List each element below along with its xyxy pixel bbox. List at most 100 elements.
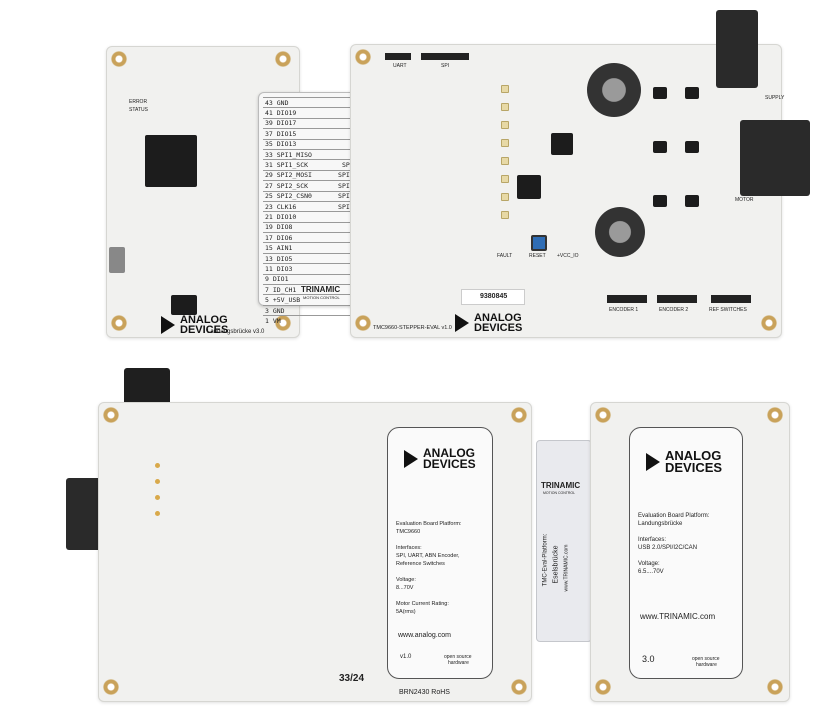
usb-connector	[109, 247, 125, 273]
pad	[155, 495, 160, 500]
info-line	[396, 592, 461, 600]
info-line: Motor Current Rating:	[396, 601, 449, 607]
pin-left: 11 DIO3	[263, 263, 325, 275]
info-line	[638, 552, 709, 560]
pin-left: 9 DIO1	[263, 273, 325, 285]
info-line: Voltage:	[638, 561, 660, 567]
pin-left: 5 +5V_USB	[263, 294, 325, 306]
rohs-label: BRN2430 RoHS	[399, 689, 450, 696]
pin-left: 41 DIO19	[263, 107, 325, 119]
website-url: www.TRINAMIC.com	[640, 612, 716, 621]
version-label: 3.0	[642, 654, 655, 664]
board-silk-label: Landungsbrücke v3.0	[207, 329, 265, 335]
uart-header	[385, 53, 411, 60]
indicator-led	[501, 193, 509, 201]
pin-left: 19 DIO8	[263, 221, 325, 233]
pin-left: 15 AIN1	[263, 242, 325, 254]
osh-label: open source	[692, 656, 720, 662]
indicator-led	[501, 139, 509, 147]
indicator-led	[501, 103, 509, 111]
motor-terminal	[740, 120, 810, 196]
barcode-number: 9380845	[480, 293, 508, 300]
version-label: v1.0	[400, 654, 412, 660]
mount-hole	[511, 679, 527, 695]
mosfet	[685, 195, 699, 207]
pad	[155, 463, 160, 468]
pin-left: 39 DIO17	[263, 117, 325, 129]
info-line: Evaluation Board Platform:	[396, 521, 462, 527]
spi-header	[421, 53, 469, 60]
bridge-name-text: Eselsbrücke	[552, 545, 560, 584]
mount-hole	[767, 679, 783, 695]
mount-hole	[275, 51, 291, 67]
reset-label: RESET	[529, 253, 546, 259]
mount-hole	[761, 315, 777, 331]
fault-label: FAULT	[497, 253, 513, 259]
mount-hole	[111, 315, 127, 331]
spi-label: SPI	[441, 63, 450, 69]
pin-left: 23 CLK16	[263, 200, 325, 212]
info-line	[396, 536, 461, 544]
uart-label: UART	[393, 63, 407, 69]
osh-label: open source	[444, 654, 472, 660]
indicator-led	[501, 175, 509, 183]
info-line: Reference Switches	[396, 561, 445, 567]
pin-left: 27 SPI2_SCK	[263, 180, 325, 192]
osh-label: hardware	[448, 660, 469, 666]
info-line: SPI, UART, ABN Encoder,	[396, 553, 460, 559]
info-line	[638, 528, 709, 536]
status-led-label: STATUS	[129, 107, 148, 113]
info-line: 5A(rms)	[396, 609, 416, 615]
pin-left: 43 GND	[263, 96, 325, 108]
info-line: USB 2.0/SPI/I2C/CAN	[638, 545, 698, 551]
pad	[155, 479, 160, 484]
pin-left: 31 SPI1_SCK	[263, 159, 325, 171]
info-line: 8...70V	[396, 585, 414, 591]
pin-left: 21 DIO10	[263, 211, 325, 223]
mount-hole	[595, 679, 611, 695]
trinamic-tagline: MOTION CONTROL	[543, 491, 576, 495]
pad	[155, 511, 160, 516]
encoder2-label: ENCODER 2	[659, 307, 689, 313]
mosfet	[653, 195, 667, 207]
tmc9660-chip	[551, 133, 573, 155]
mount-hole	[111, 51, 127, 67]
info-line: Evaluation Board Platform:	[638, 513, 710, 519]
indicator-led	[501, 85, 509, 93]
mount-hole	[103, 679, 119, 695]
encoder1-header	[607, 295, 647, 303]
mosfet	[653, 141, 667, 153]
pin-left: 35 DIO13	[263, 138, 325, 150]
board-info-text: Evaluation Board Platform:TMC9660 Interf…	[396, 520, 461, 616]
handwritten-date: 33/24	[339, 673, 365, 684]
board-info-text: Evaluation Board Platform: Landungsbrücke…	[638, 512, 709, 576]
usb-b-connector	[124, 368, 170, 408]
driver-chip	[517, 175, 541, 199]
trinamic-logo: TRINAMIC	[301, 285, 341, 294]
capacitor	[587, 63, 641, 117]
microcontroller-chip	[145, 135, 197, 187]
pin-left: 33 SPI1_MISO	[263, 148, 325, 160]
pin-left: 3 GND	[263, 304, 325, 316]
bridge-platform-text: TMC-Eval-Platform:	[542, 533, 549, 587]
info-line: Landungsbrücke	[638, 521, 683, 527]
pin-left: 17 DIO6	[263, 232, 325, 243]
info-line: Voltage:	[396, 577, 416, 583]
mount-hole	[595, 407, 611, 423]
trinamic-tagline: MOTION CONTROL	[303, 295, 340, 300]
power-ic	[171, 295, 197, 315]
ref-switches-header	[711, 295, 751, 303]
mount-hole	[511, 407, 527, 423]
pin-left: 1 VM	[263, 315, 325, 326]
info-line: 6.5....70V	[638, 569, 664, 575]
mosfet	[685, 141, 699, 153]
vcc-label: +VCC_IO	[557, 253, 579, 259]
pin-left: 13 DIO5	[263, 252, 325, 264]
bridge-url-text: www.TRINAMIC.com	[563, 544, 570, 592]
mosfet	[685, 87, 699, 99]
